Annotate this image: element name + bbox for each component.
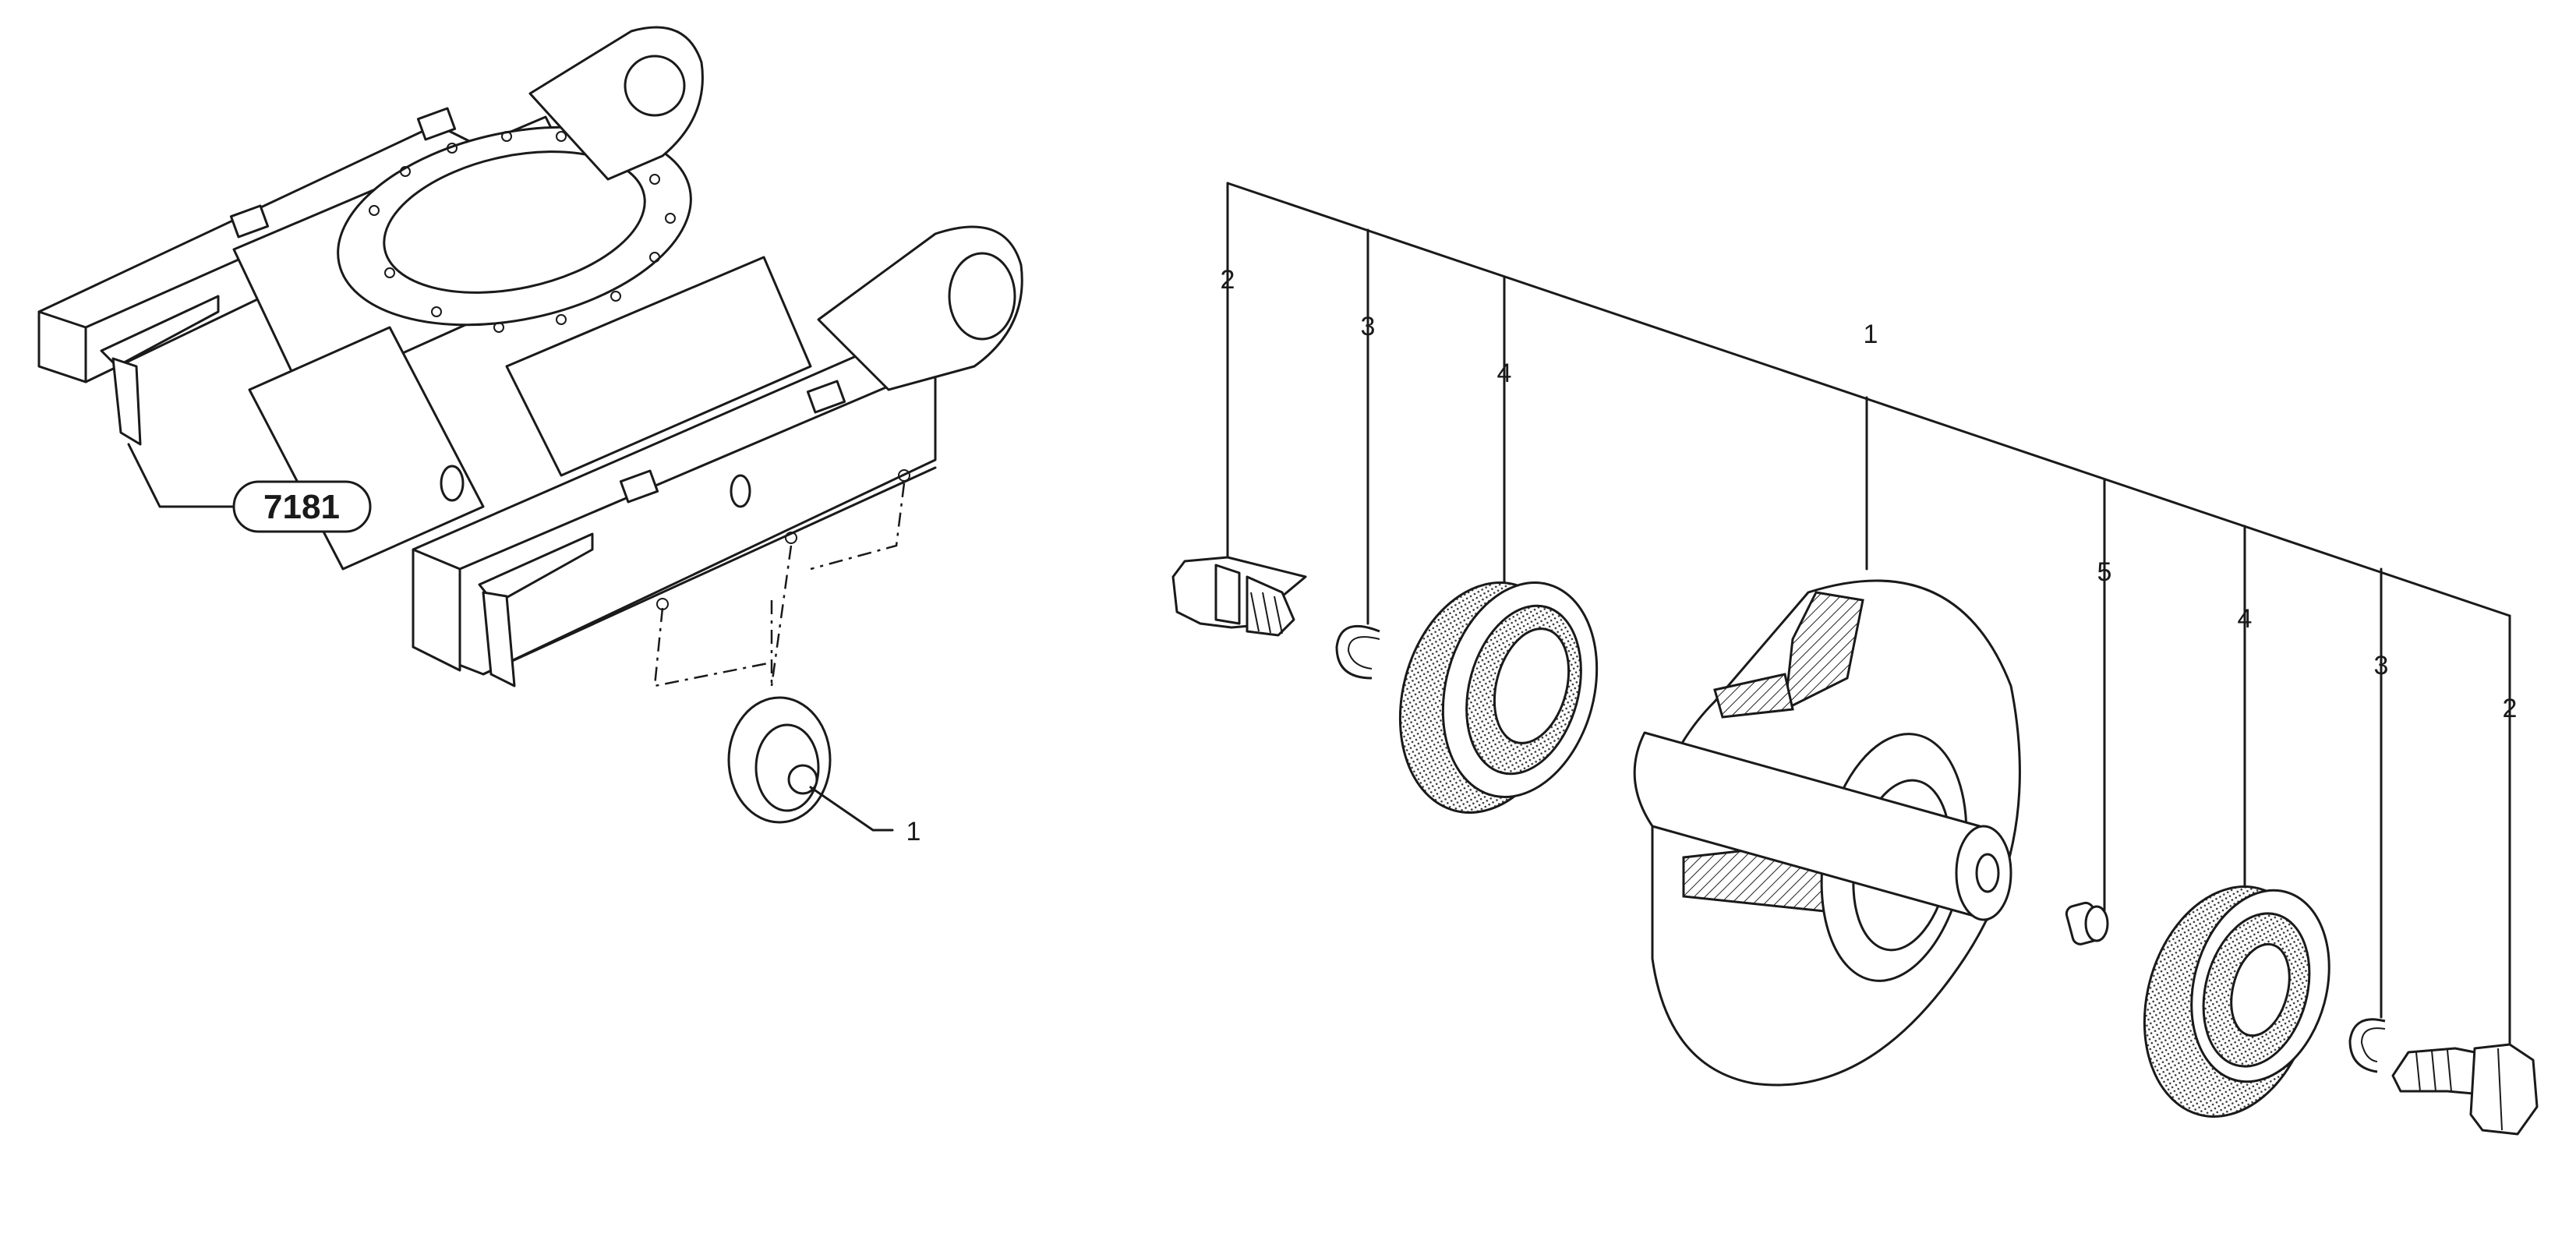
frame-reference-callout: 7181 xyxy=(127,443,372,533)
callout-plug: 5 xyxy=(2097,557,2112,587)
callout-bolt-right: 2 xyxy=(2503,694,2518,723)
leader-lines xyxy=(1226,182,2511,1058)
small-roller-callout-label: 1 xyxy=(906,817,921,846)
frame-reference-label: 7181 xyxy=(263,488,340,526)
callout-roller: 1 xyxy=(1864,320,1878,349)
track-roller-icon xyxy=(1633,579,2021,1087)
hex-bolt-right-icon xyxy=(2391,1043,2539,1136)
callout-labels: 2 3 4 1 5 4 3 2 xyxy=(1221,265,2518,723)
floating-seal-left-icon xyxy=(1398,581,1599,814)
plug-icon xyxy=(2065,901,2109,945)
callout-seal-right: 4 xyxy=(2238,604,2253,634)
floating-seal-right-icon xyxy=(2143,885,2330,1118)
callout-washer-left: 3 xyxy=(1361,312,1376,341)
small-roller-icon: 1 xyxy=(727,696,921,846)
snap-ring-right-icon xyxy=(2348,1018,2386,1073)
snap-ring-left-icon xyxy=(1335,624,1380,680)
ring-bolt-holes xyxy=(369,131,676,333)
hex-bolt-left-icon xyxy=(1171,556,1307,637)
callout-washer-right: 3 xyxy=(2374,651,2389,680)
undercarriage-frame xyxy=(37,26,1023,687)
callout-seal-left: 4 xyxy=(1497,359,1512,388)
callout-bolt-left: 2 xyxy=(1221,265,1235,295)
